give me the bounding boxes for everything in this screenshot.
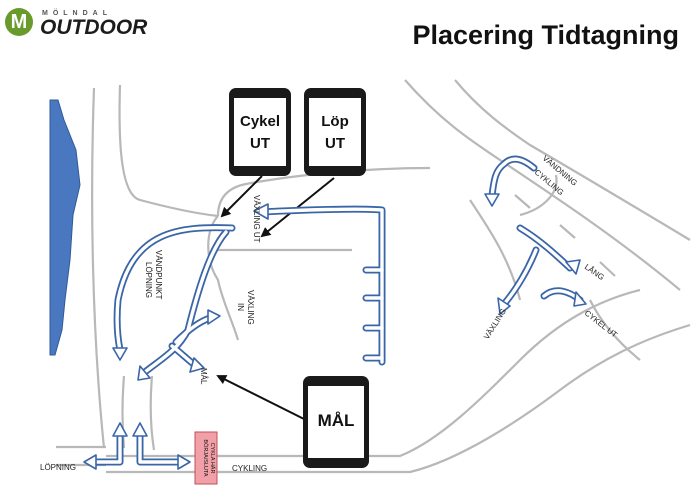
tablet-bike-out-line2: UT — [250, 135, 270, 152]
tablet-bike-out-line1: Cykel — [240, 113, 280, 130]
logo-subtitle: MÖLNDAL — [42, 10, 112, 17]
tablet-bike-out: Cykel UT — [229, 88, 291, 176]
label-vandpunkt-2: LÖPNING — [144, 262, 153, 298]
tablet-run-out-line1: Löp — [321, 113, 349, 130]
label-vaxling: VÄXLING — [482, 307, 508, 341]
road-dash — [514, 194, 616, 277]
label-cykling: CYKLING — [232, 464, 267, 473]
page-title: Placering Tidtagning — [412, 20, 679, 50]
label-vandpunkt-1: VÄNDPUNKT — [154, 250, 163, 299]
logo-badge: M — [5, 8, 33, 36]
marker-line1: BÖRJA/SLUTA — [202, 439, 209, 477]
label-vaxling-in-1: VÄXLING — [246, 290, 255, 325]
label-vaxling-in-2: IN — [236, 303, 245, 311]
label-cykel-ut: CYKEL UT — [583, 308, 619, 339]
marker-line2: CYKLA HÄR — [209, 443, 216, 474]
molndal-outdoor-logo: M MÖLNDAL OUTDOOR — [5, 4, 147, 44]
course-arrows — [83, 155, 587, 470]
label-mal: MÅL — [199, 368, 208, 385]
tablet-run-out-line2: UT — [325, 135, 345, 152]
logo-wordmark: OUTDOOR — [40, 16, 148, 39]
tablet-finish: MÅL — [303, 376, 369, 468]
label-vaxling-ut: VÄXLING UT — [252, 195, 261, 243]
start-stop-marker: BÖRJA/SLUTA CYKLA HÄR — [194, 431, 218, 485]
tablet-run-out: Löp UT — [304, 88, 366, 176]
label-lopning: LÖPNING — [40, 463, 76, 472]
tablet-finish-label: MÅL — [318, 411, 355, 430]
lake-shape — [49, 99, 81, 356]
